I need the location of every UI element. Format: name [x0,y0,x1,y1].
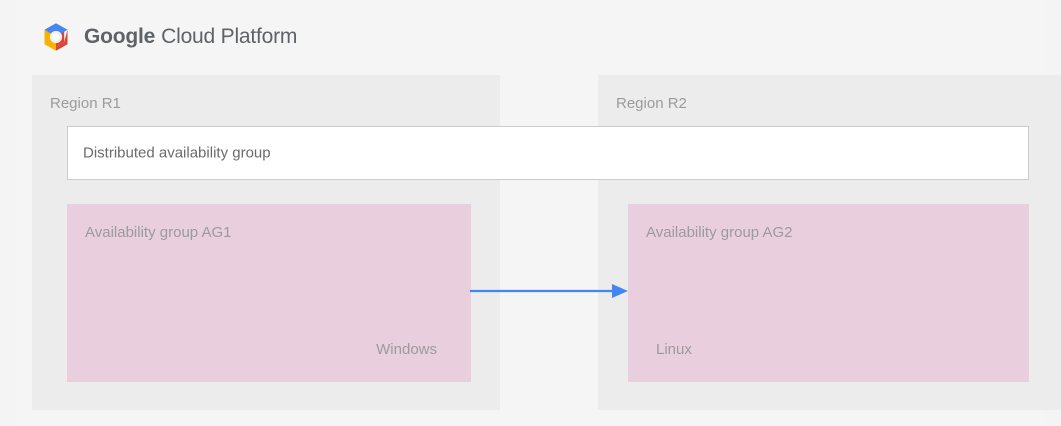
brand-name-google: Google [84,25,156,48]
brand-wordmark: Google Cloud Platform [84,25,297,49]
availability-group-title-ag2: Availability group AG2 [646,224,793,241]
page-card: Google Cloud Platform Region R1 Region R… [16,0,1061,426]
distributed-availability-group-box: Distributed availability group [67,126,1029,180]
replication-arrow-icon [470,284,628,298]
brand-name-cloud-platform: Cloud Platform [161,25,298,48]
availability-group-box-ag2: Availability group AG2 Linux [628,204,1029,382]
region-label-r2: Region R2 [616,95,687,112]
distributed-availability-group-label: Distributed availability group [83,144,271,162]
availability-group-os-ag2: Linux [656,341,692,358]
availability-group-box-ag1: Availability group AG1 Windows [67,204,471,382]
availability-group-title-ag1: Availability group AG1 [85,224,232,241]
google-cloud-platform-logo-icon [44,23,68,51]
region-label-r1: Region R1 [50,95,121,112]
availability-group-os-ag1: Windows [376,341,437,358]
brand-header: Google Cloud Platform [40,20,297,54]
